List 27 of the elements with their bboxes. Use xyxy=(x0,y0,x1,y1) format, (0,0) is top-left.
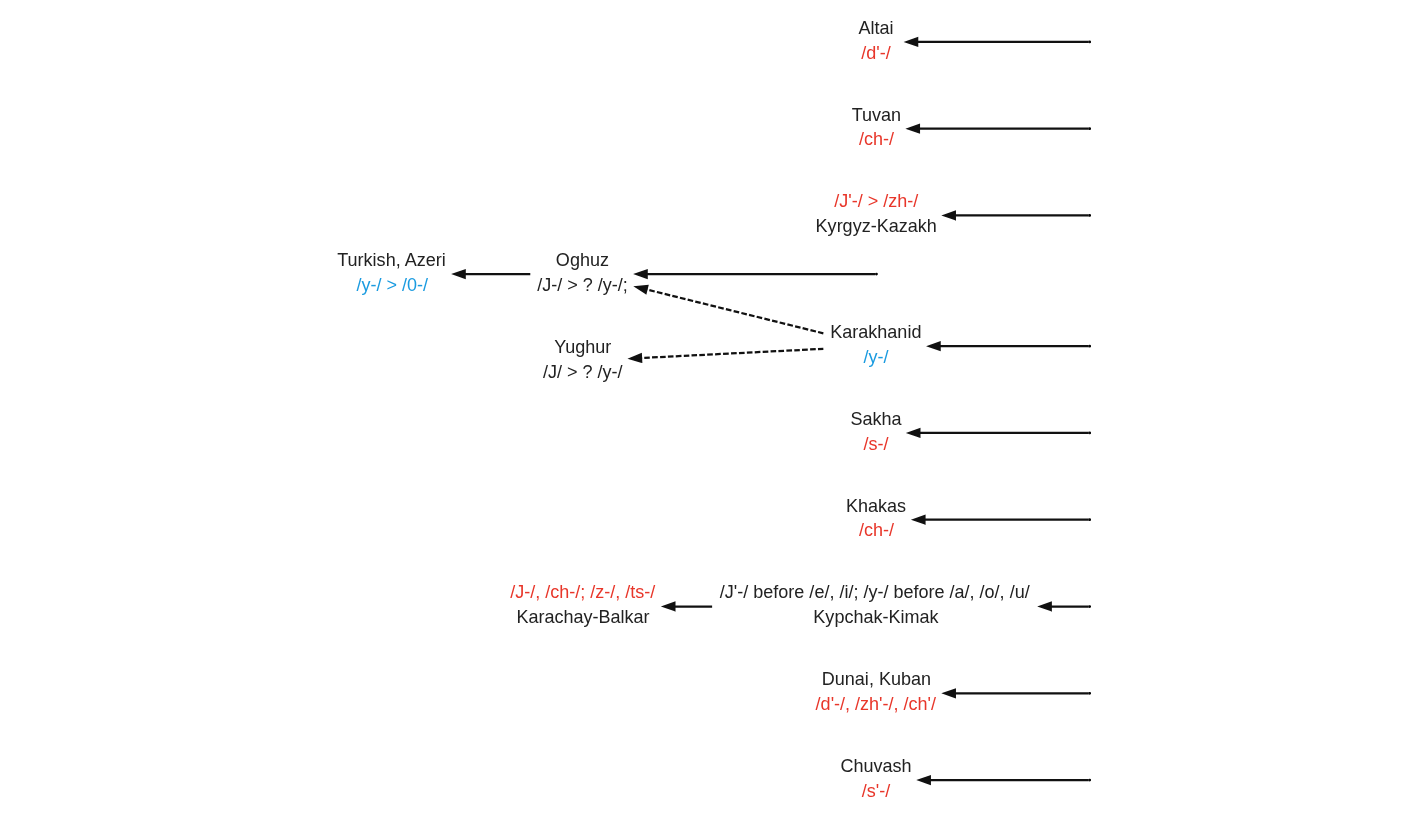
arrow xyxy=(627,347,824,364)
arrow xyxy=(916,774,1089,786)
node-text: Dunai, Kuban /d'-/, /zh'-/, /ch'/ xyxy=(815,669,937,714)
arrow xyxy=(926,341,1089,352)
arrow xyxy=(1037,601,1089,612)
arrow xyxy=(905,123,1089,134)
node-text: /J'-/ before /e/, /i/; /y-/ before /a/, /o/, /u/ Kypchak-Kimak xyxy=(719,582,1030,628)
node-text: Yughur /J/ > ? /y-/ xyxy=(542,336,623,382)
arrow xyxy=(660,601,713,612)
node-text: Karakhanid /y-/ xyxy=(830,322,922,367)
node-text: Chuvash /s'-/ xyxy=(840,755,912,801)
arrow xyxy=(633,284,824,335)
node-text: Khakas /ch-/ xyxy=(846,495,907,541)
arrow xyxy=(941,210,1089,221)
node-text: Sakha /s-/ xyxy=(850,408,902,454)
node-text: Turkish, Azeri /y-/ > /0-/ xyxy=(337,249,446,295)
arrow xyxy=(903,36,1089,48)
node-text: Altai /d'-/ xyxy=(858,17,894,63)
node-text: /J'-/ > /zh-/ Kyrgyz-Kazakh xyxy=(815,191,937,237)
arrow xyxy=(633,268,876,280)
node-text: /J-/, /ch-/; /z-/, /ts-/ Karachay-Balkar xyxy=(510,582,656,628)
arrow xyxy=(910,514,1089,525)
arrow xyxy=(905,427,1089,439)
arrow xyxy=(451,268,531,280)
arrow xyxy=(941,688,1089,699)
node-text: Oghuz /J-/ > ? /y-/; xyxy=(537,249,628,295)
node-text: Tuvan /ch-/ xyxy=(851,104,902,150)
